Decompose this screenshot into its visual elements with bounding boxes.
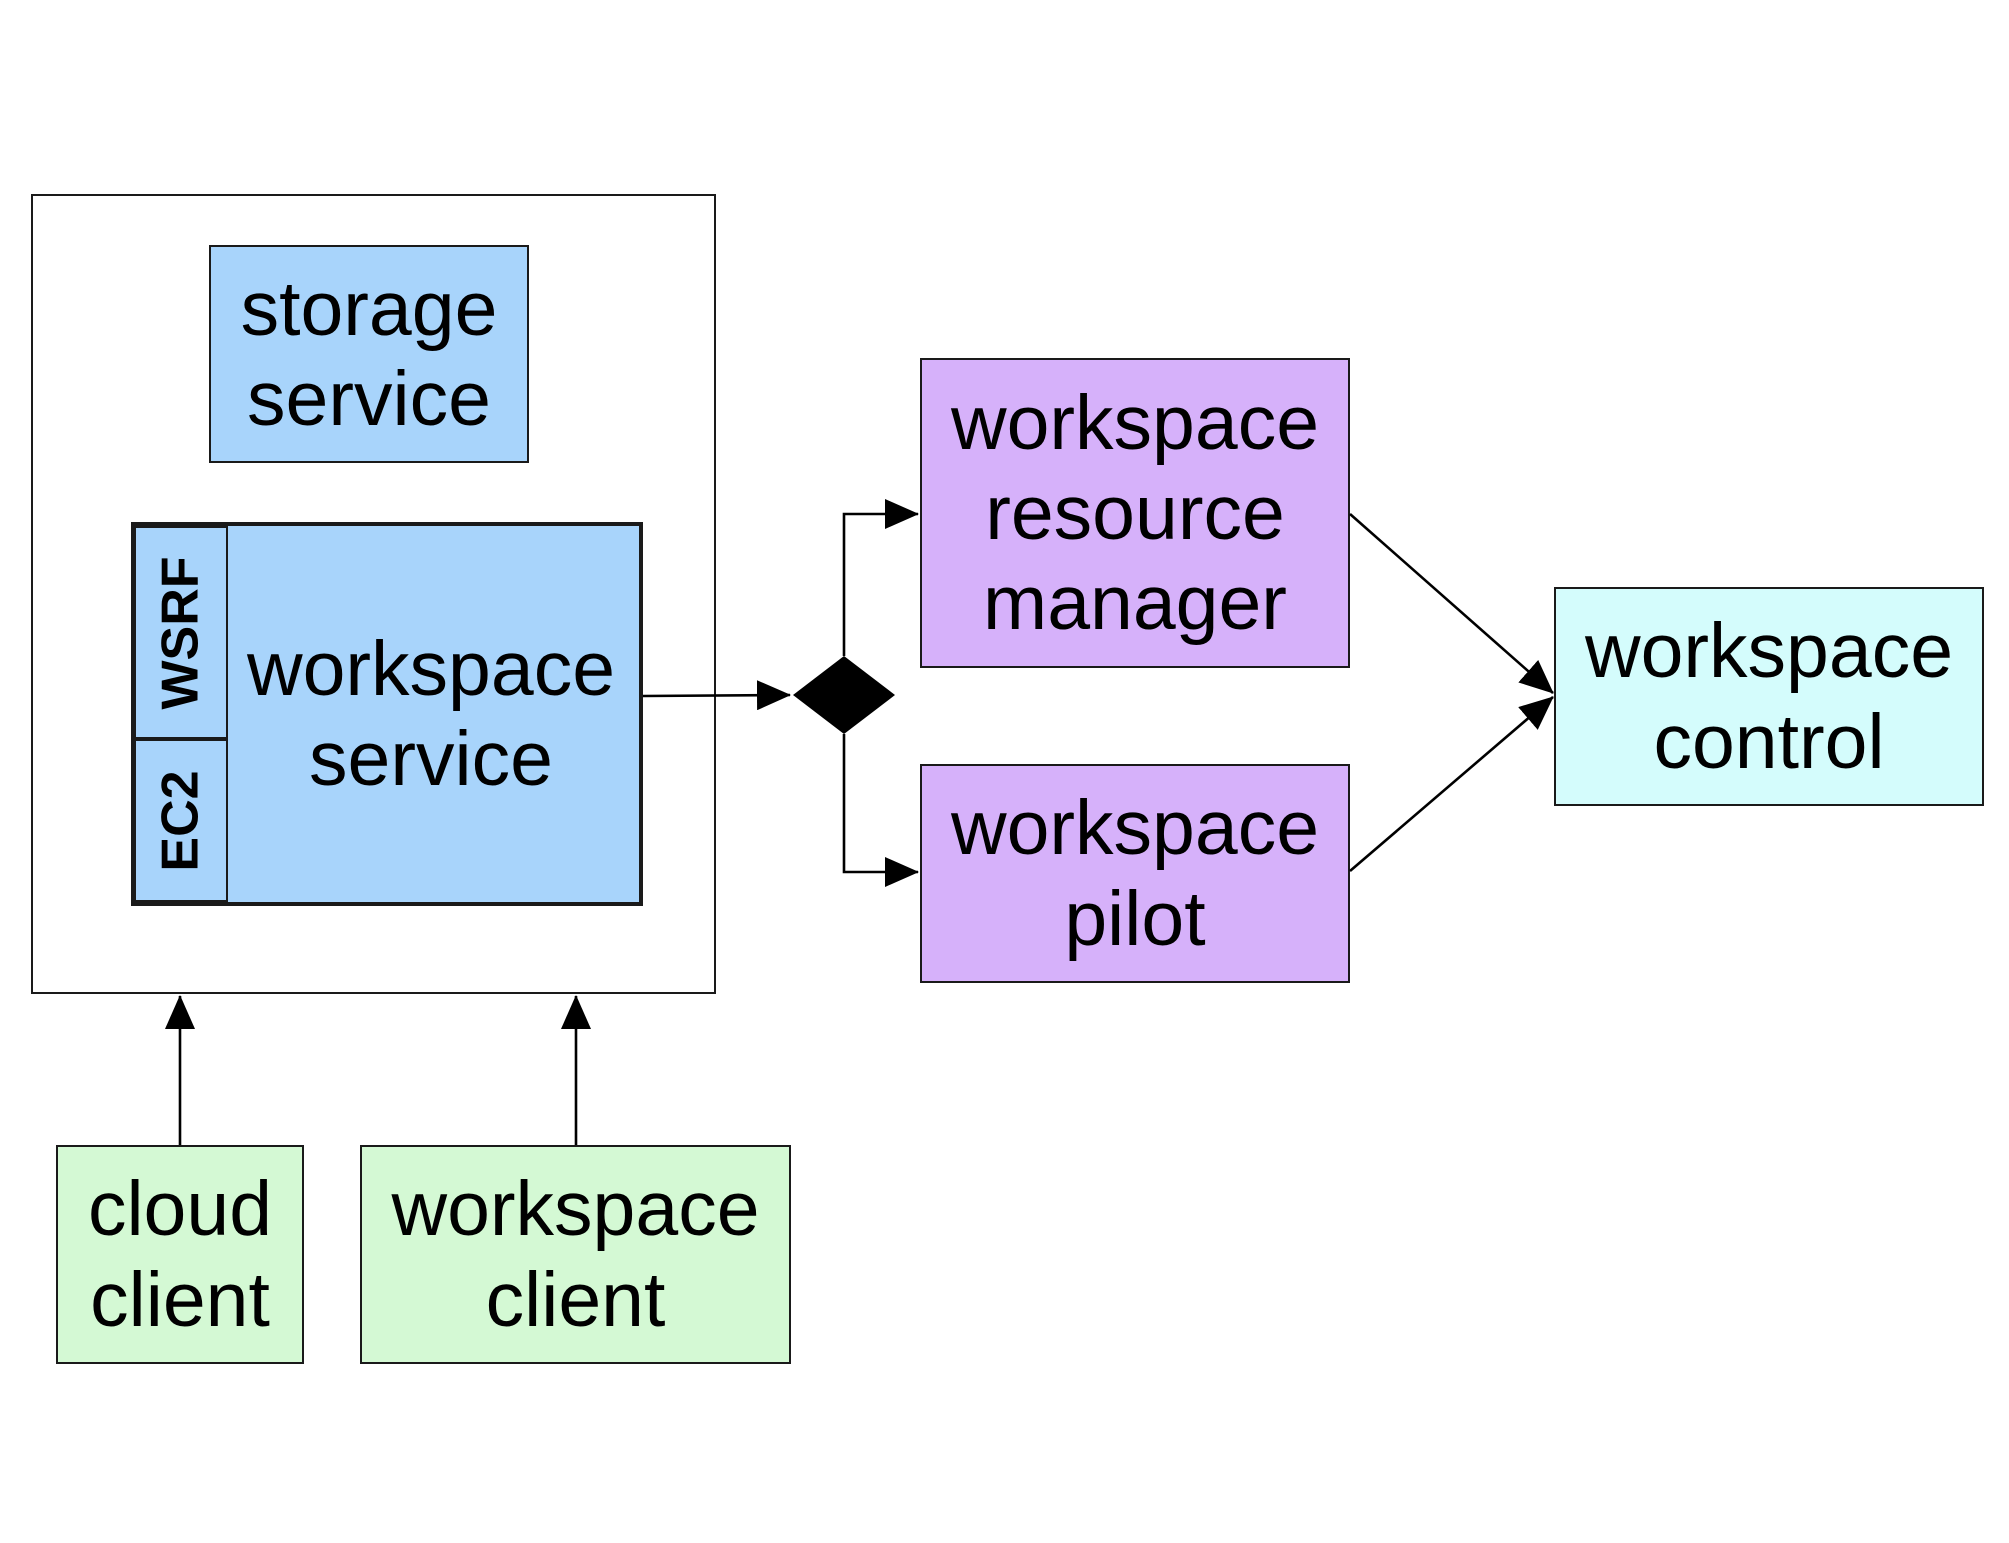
wsrf-label: WSRF (152, 555, 210, 710)
decision-diamond (793, 656, 895, 734)
workspace-resource-manager-box: workspace resource manager (920, 358, 1350, 668)
wrm-label-line3: manager (983, 560, 1287, 647)
ec2-label: EC2 (152, 769, 210, 872)
ws-client-label-line1: workspace (391, 1166, 760, 1253)
storage-service-box: storage service (209, 245, 529, 463)
cloud-client-box: cloud client (56, 1145, 304, 1364)
workspace-client-box: workspace client (360, 1145, 791, 1364)
edge-pilot-to-control (1349, 696, 1554, 872)
cloud-client-label-line2: client (90, 1256, 270, 1343)
workspace-control-box: workspace control (1554, 587, 1984, 806)
cloud-client-label-line1: cloud (87, 1166, 273, 1253)
storage-service-label-line1: storage (240, 265, 498, 352)
ws-client-label-line2: client (485, 1256, 666, 1343)
control-label-line2: control (1653, 698, 1885, 785)
workspace-service-label-line2: service (309, 716, 553, 802)
workspace-service-label-line1: workspace (246, 625, 616, 712)
pilot-label-line2: pilot (1064, 875, 1206, 962)
edge-decision-to-resource-manager (842, 499, 919, 656)
control-label-line1: workspace (1584, 608, 1954, 695)
edge-decision-to-pilot (842, 734, 919, 887)
workspace-pilot-box: workspace pilot (920, 764, 1350, 983)
pilot-label-line1: workspace (950, 785, 1320, 872)
edge-resource-manager-to-control (1349, 513, 1554, 694)
storage-service-label-line2: service (247, 356, 491, 442)
wrm-label-line2: resource (985, 469, 1285, 556)
wsrf-interface-tab: WSRF (134, 526, 228, 739)
ec2-interface-tab: EC2 (134, 739, 228, 902)
wrm-label-line1: workspace (950, 379, 1320, 466)
